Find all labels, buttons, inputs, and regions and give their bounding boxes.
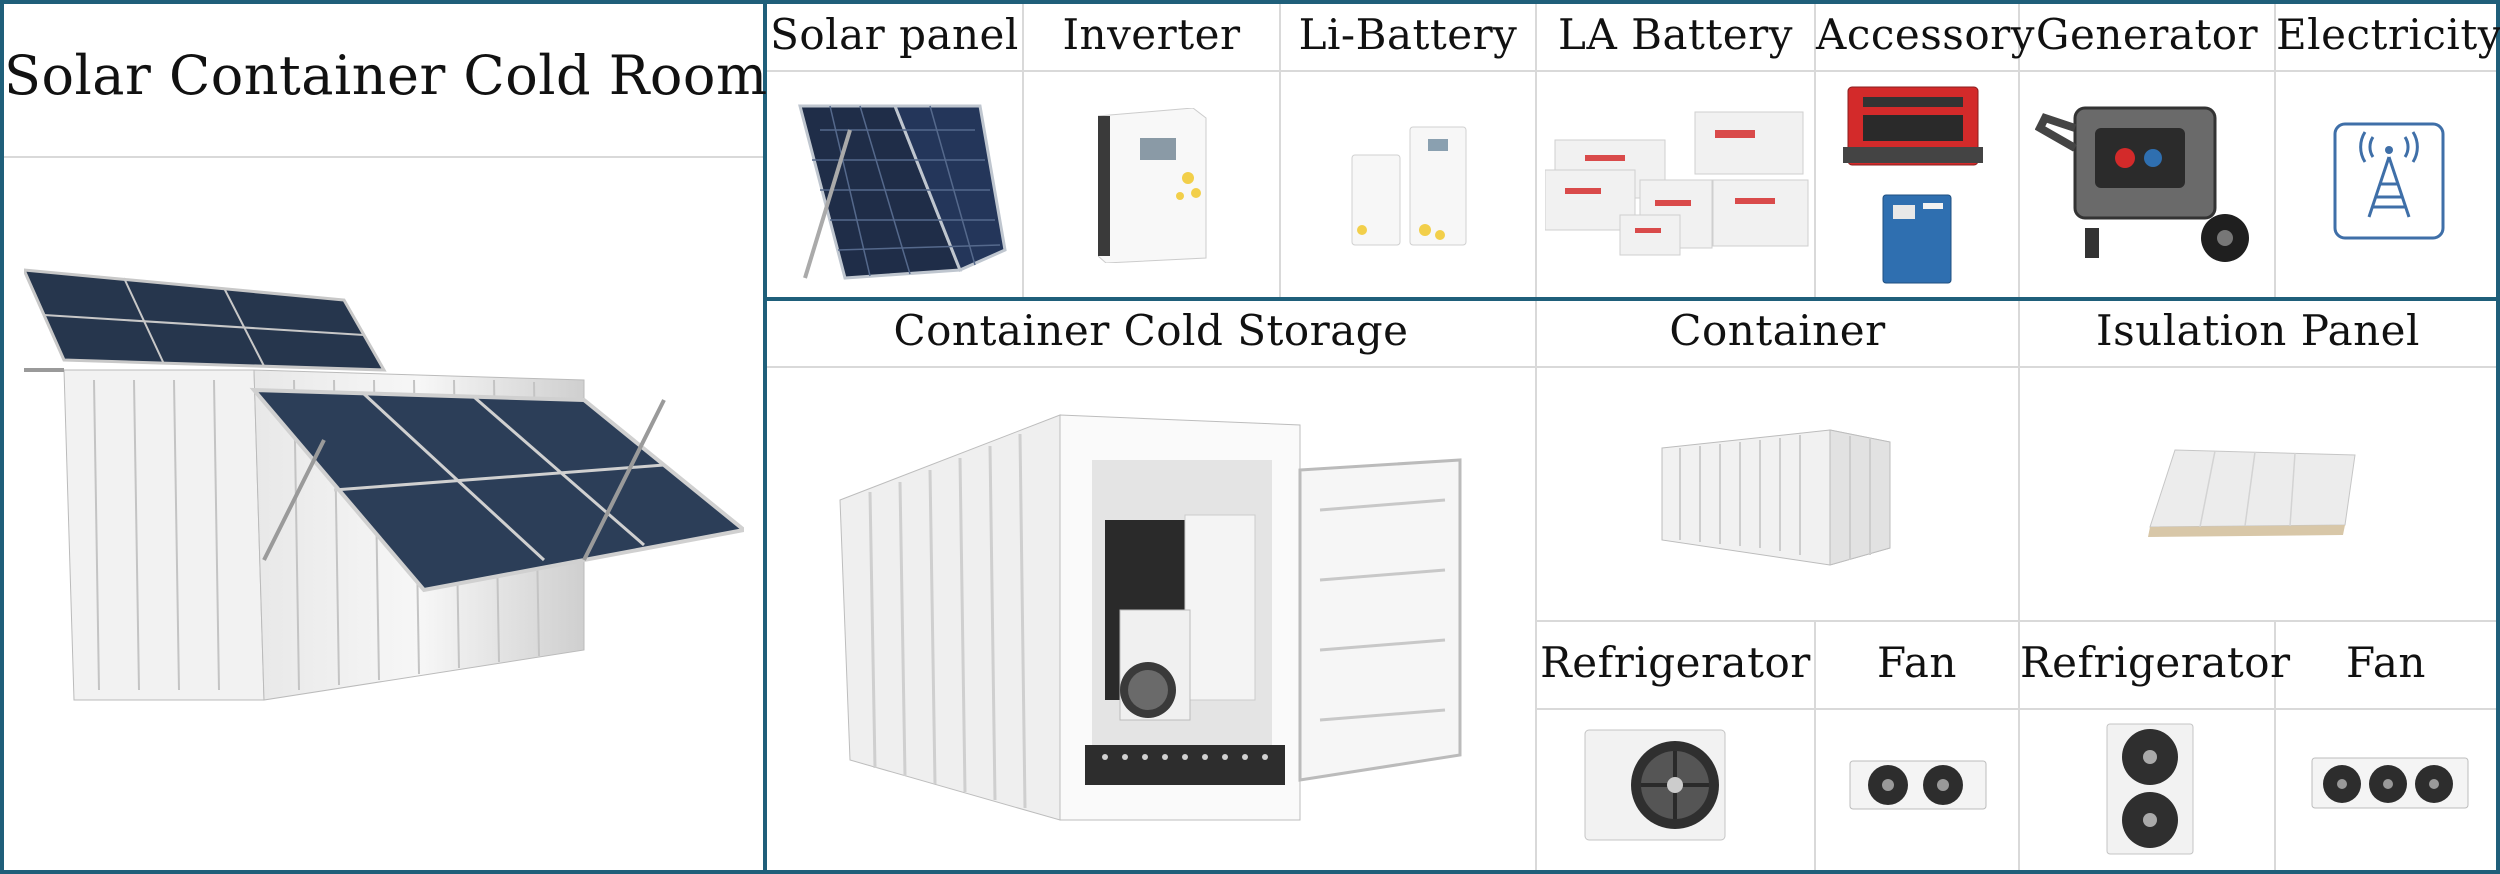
panel-divider-horizontal [763,297,2500,301]
container-cold-storage-illustration [830,400,1470,830]
shipping-container-icon [1660,420,1900,570]
bottom-header-divider [767,366,2496,368]
label-fan-2: Fan [2346,638,2426,687]
label-refrigerator-2: Refrigerator [2020,638,2291,687]
label-generator: Generator [2035,10,2259,59]
refrigerator-condenser-icon-2 [2105,722,2195,857]
li-battery-icon [1350,125,1470,250]
refrigerator-condenser-icon-1 [1580,725,1730,850]
panel-divider-vertical [763,0,767,874]
top-col-divider-2 [1279,4,1281,297]
generator-icon [2035,88,2260,268]
electricity-tower-icon [2333,122,2445,240]
bottom-col-divider-main [1535,301,1537,870]
label-refrigerator-1: Refrigerator [1540,638,1811,687]
label-container-cold-storage: Container Cold Storage [893,306,1409,355]
fan-unit-icon-1 [1848,755,1988,815]
label-la-battery: LA Battery [1558,10,1793,59]
label-insulation-panel: Isulation Panel [2096,306,2420,355]
top-header-divider [767,70,2496,72]
units-header-divider [1537,708,2496,710]
top-col-divider-4 [1814,4,1816,297]
top-col-divider-5 [2018,4,2020,297]
label-fan-1: Fan [1877,638,1957,687]
la-battery-icon [1545,110,1810,260]
page-title: Solar Container Cold Room [4,44,768,107]
fan-unit-icon-2 [2310,752,2470,814]
label-electricity: Electricity [2276,10,2500,59]
bottom-col-divider-mid [2018,301,2020,870]
solar-container-illustration [24,260,744,730]
solar-panel-icon [790,100,1010,285]
units-divider-3 [2274,622,2276,870]
label-li-battery: Li-Battery [1298,10,1518,59]
label-inverter: Inverter [1062,10,1241,59]
label-container: Container [1669,306,1886,355]
top-col-divider-3 [1535,4,1537,297]
top-col-divider-1 [1022,4,1024,297]
inverter-icon [1098,108,1208,263]
insulation-panel-icon [2145,445,2370,540]
label-accessory: Accessory [1816,10,2035,59]
units-top-divider [1537,620,2496,622]
units-divider-1 [1814,622,1816,870]
label-solar-panel: Solar panel [770,10,1019,59]
top-col-divider-6 [2274,4,2276,297]
left-title-divider [4,156,763,158]
accessory-icon [1843,85,1983,290]
